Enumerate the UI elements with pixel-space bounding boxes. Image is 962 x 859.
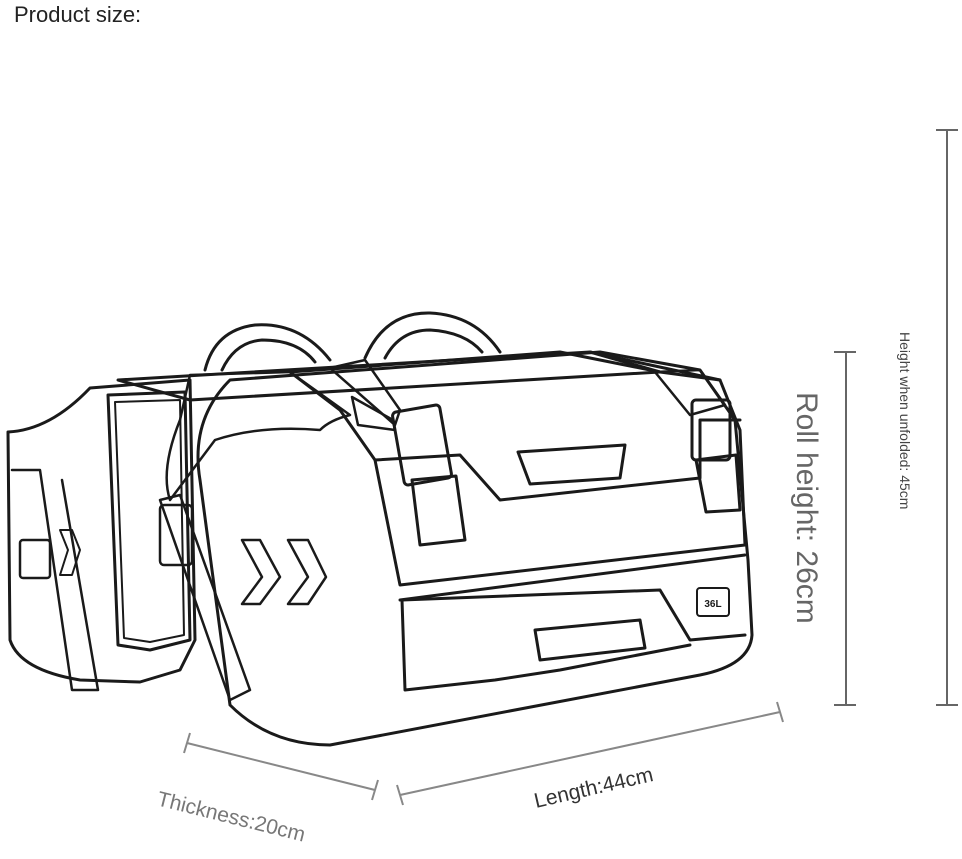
chevron-icon-2	[286, 538, 328, 606]
page-title: Product size:	[14, 2, 142, 27]
buckle-left	[391, 403, 453, 487]
top-handle-slot	[516, 443, 627, 486]
front-bag	[196, 350, 754, 747]
buckle-right	[690, 398, 732, 462]
thickness-label: Thickness:20cm	[155, 788, 308, 847]
capacity-badge	[696, 587, 730, 617]
chevron-icon	[240, 538, 282, 606]
length-dimension	[396, 701, 784, 806]
thickness-dimension	[183, 732, 379, 801]
saddlebag-illustration	[6, 311, 754, 747]
height-unfolded-dimension	[936, 129, 958, 706]
roll-height-dimension	[834, 351, 856, 706]
bottom-handle-slot	[533, 618, 647, 662]
capacity-badge-text: 36L	[704, 599, 721, 610]
roll-height-label: Roll height: 26cm	[790, 392, 823, 624]
height-unfolded-label: Height when unfolded: 45cm	[897, 332, 913, 509]
length-label: Length:44cm	[532, 763, 655, 813]
rear-bag	[6, 378, 197, 684]
left-handle	[203, 323, 332, 372]
